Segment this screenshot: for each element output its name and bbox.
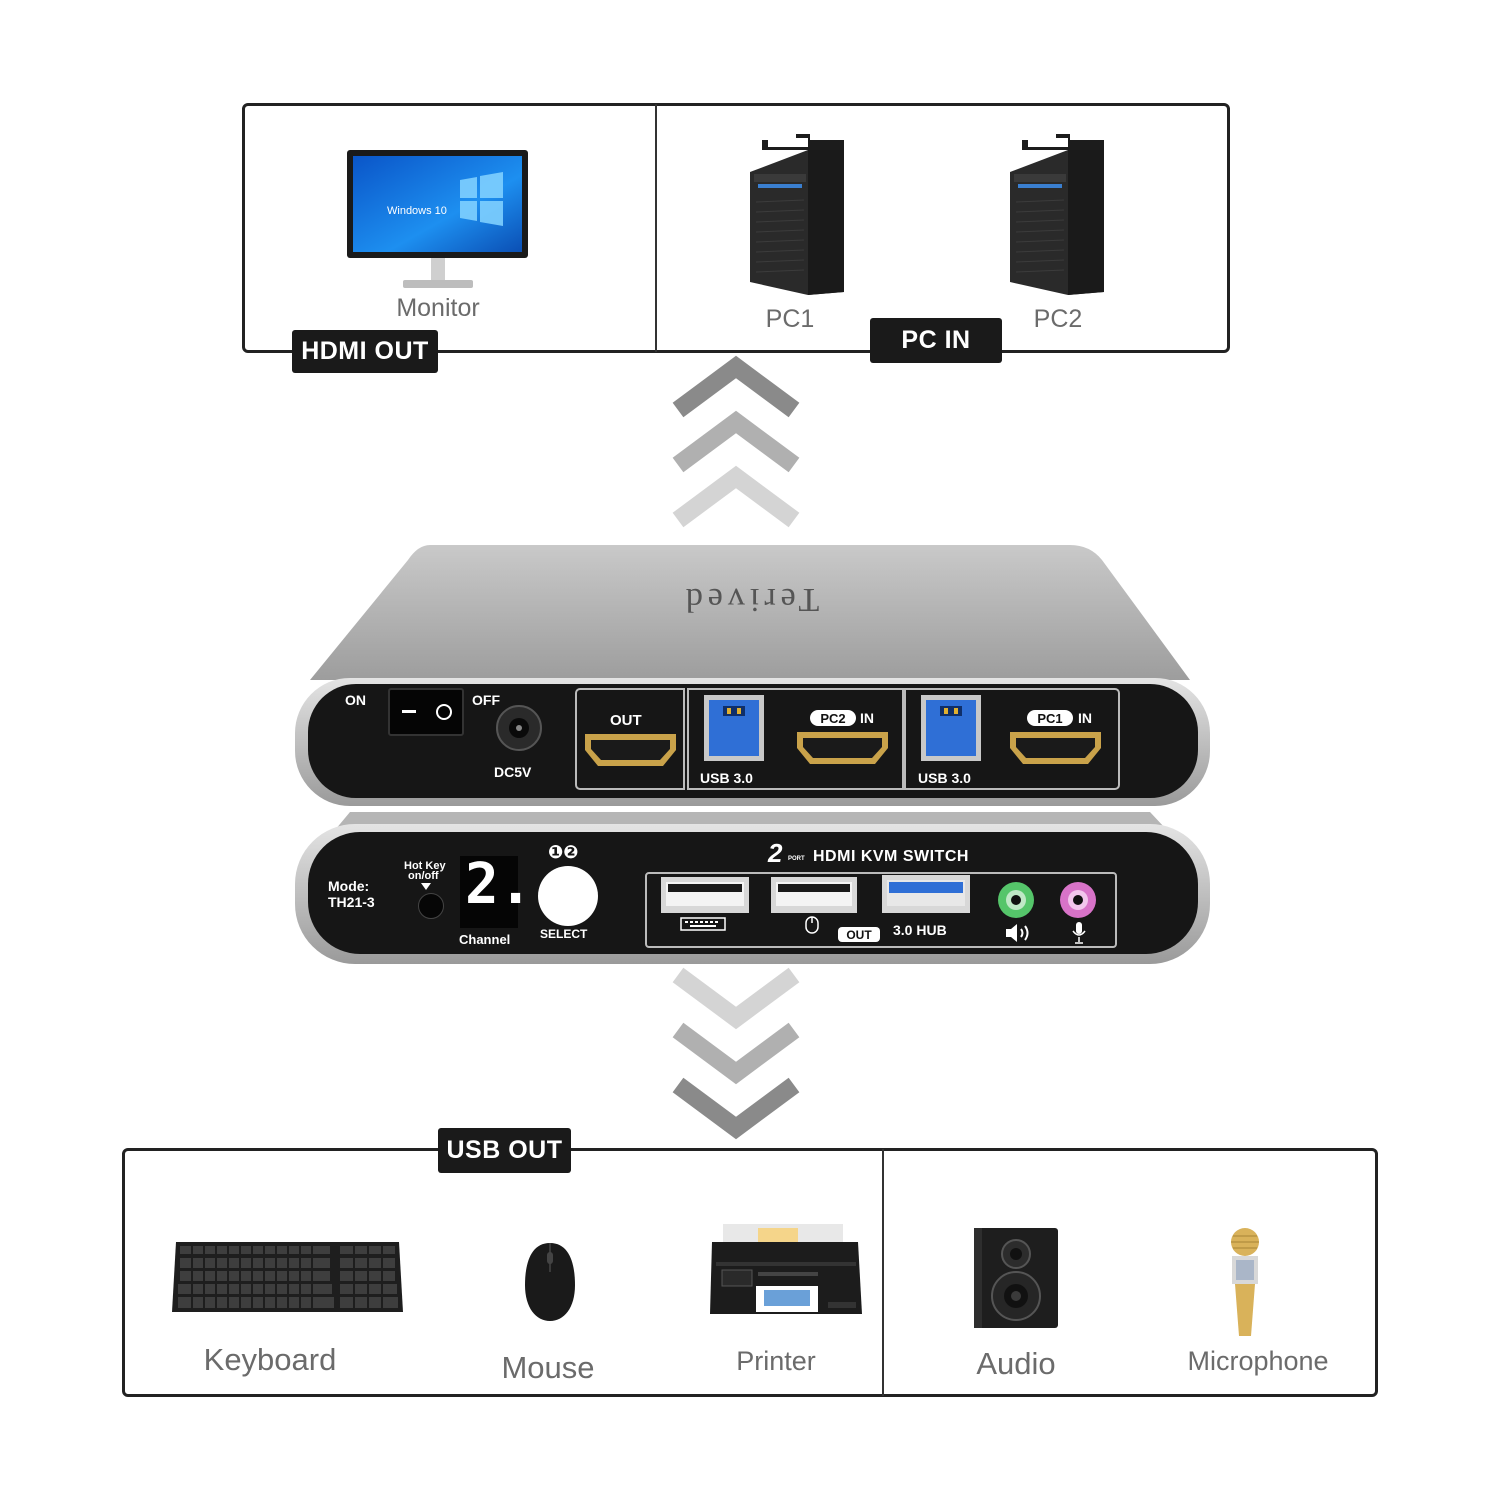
- mouse-label: Mouse: [501, 1350, 595, 1385]
- title-number: 2: [768, 838, 783, 868]
- usb-out-tag: USB OUT: [438, 1128, 571, 1173]
- dc-jack-icon: [496, 705, 542, 751]
- top-frame-divider: [655, 104, 657, 352]
- usb3-port-pc1[interactable]: [920, 694, 982, 762]
- keyboard-port-icon: [680, 917, 726, 931]
- channel-label: Channel: [459, 932, 511, 947]
- hdmi-in-port-pc2[interactable]: [795, 730, 890, 766]
- hotkey-label-2: on/off: [408, 870, 439, 882]
- pc1-badge: PC1: [1027, 710, 1073, 726]
- hotkey-arrow-icon: [421, 883, 431, 890]
- rear-port-panel: [575, 688, 1120, 790]
- audio-label: Audio: [976, 1346, 1056, 1381]
- bottom-frame-divider: [882, 1149, 884, 1396]
- pc2-badge: PC2: [810, 710, 856, 726]
- hdmi-out-port-label: OUT: [610, 712, 642, 729]
- channel-digit: 2.: [465, 852, 533, 917]
- up-arrows-icon: [672, 355, 800, 528]
- hotkey-label-1: Hot Key: [404, 860, 446, 872]
- model-number: TH21-3: [328, 894, 375, 910]
- pc2-in-label: IN: [860, 710, 874, 726]
- dc5v-label: DC5V: [494, 764, 532, 780]
- mouse-port-icon: [805, 916, 819, 934]
- audio-jack[interactable]: [996, 880, 1036, 920]
- out-badge-text: OUT: [846, 927, 872, 942]
- power-switch[interactable]: [388, 688, 464, 736]
- select-label: SELECT: [540, 927, 588, 941]
- hdmi-out-port[interactable]: [583, 732, 678, 768]
- pc2-label: PC2: [1033, 305, 1083, 333]
- monitor-screen-text: Windows 10: [387, 205, 447, 217]
- pc1-badge-text: PC1: [1037, 710, 1063, 726]
- usb-hub-port[interactable]: [881, 874, 971, 914]
- select-numbers: ❶❷: [548, 842, 579, 862]
- usb-keyboard-port[interactable]: [660, 876, 750, 914]
- audio-speaker-icon: [974, 1228, 1058, 1328]
- pc2-badge-text: PC2: [820, 710, 846, 726]
- hotkey-button[interactable]: [418, 893, 444, 919]
- device-title: HDMI KVM SWITCH: [813, 848, 969, 865]
- brand-logo: Terived: [680, 581, 820, 618]
- out-badge: OUT: [838, 927, 880, 942]
- usb-mouse-port[interactable]: [770, 876, 858, 914]
- select-button[interactable]: [538, 866, 598, 926]
- pc2-tower-icon: [1010, 134, 1104, 295]
- printer-icon: [710, 1224, 862, 1314]
- title-port: PORT: [788, 856, 805, 862]
- pc-in-tag: PC IN: [870, 318, 1002, 363]
- printer-label: Printer: [736, 1346, 816, 1376]
- rear-port-divider-1: [683, 688, 689, 790]
- power-on-label: ON: [345, 692, 366, 708]
- pc1-tower-icon: [750, 134, 844, 295]
- monitor-icon: Windows 10: [347, 150, 528, 288]
- usb3-label-pc1: USB 3.0: [918, 770, 971, 786]
- channel-display: [460, 856, 518, 928]
- down-arrows-icon: [672, 967, 800, 1140]
- usb3-port-pc2[interactable]: [703, 694, 765, 762]
- rear-port-divider-2: [902, 688, 906, 790]
- speaker-icon: [1006, 924, 1029, 942]
- keyboard-icon: [172, 1242, 403, 1312]
- microphone-label: Microphone: [1187, 1346, 1329, 1376]
- monitor-label: Monitor: [396, 294, 480, 322]
- usb3-label-pc2: USB 3.0: [700, 770, 753, 786]
- mouse-icon: [525, 1243, 575, 1321]
- keyboard-label: Keyboard: [203, 1342, 337, 1377]
- pc1-in-label: IN: [1078, 710, 1092, 726]
- microphone-icon: [1231, 1228, 1259, 1336]
- hub-label: 3.0 HUB: [893, 922, 947, 938]
- hdmi-out-tag: HDMI OUT: [292, 330, 438, 373]
- mode-label: Mode:: [328, 878, 370, 894]
- power-off-label: OFF: [472, 692, 500, 708]
- pc1-label: PC1: [765, 305, 815, 333]
- hdmi-in-port-pc1[interactable]: [1008, 730, 1103, 766]
- mic-icon: [1072, 922, 1086, 944]
- front-port-panel: [645, 872, 1117, 948]
- mic-jack[interactable]: [1058, 880, 1098, 920]
